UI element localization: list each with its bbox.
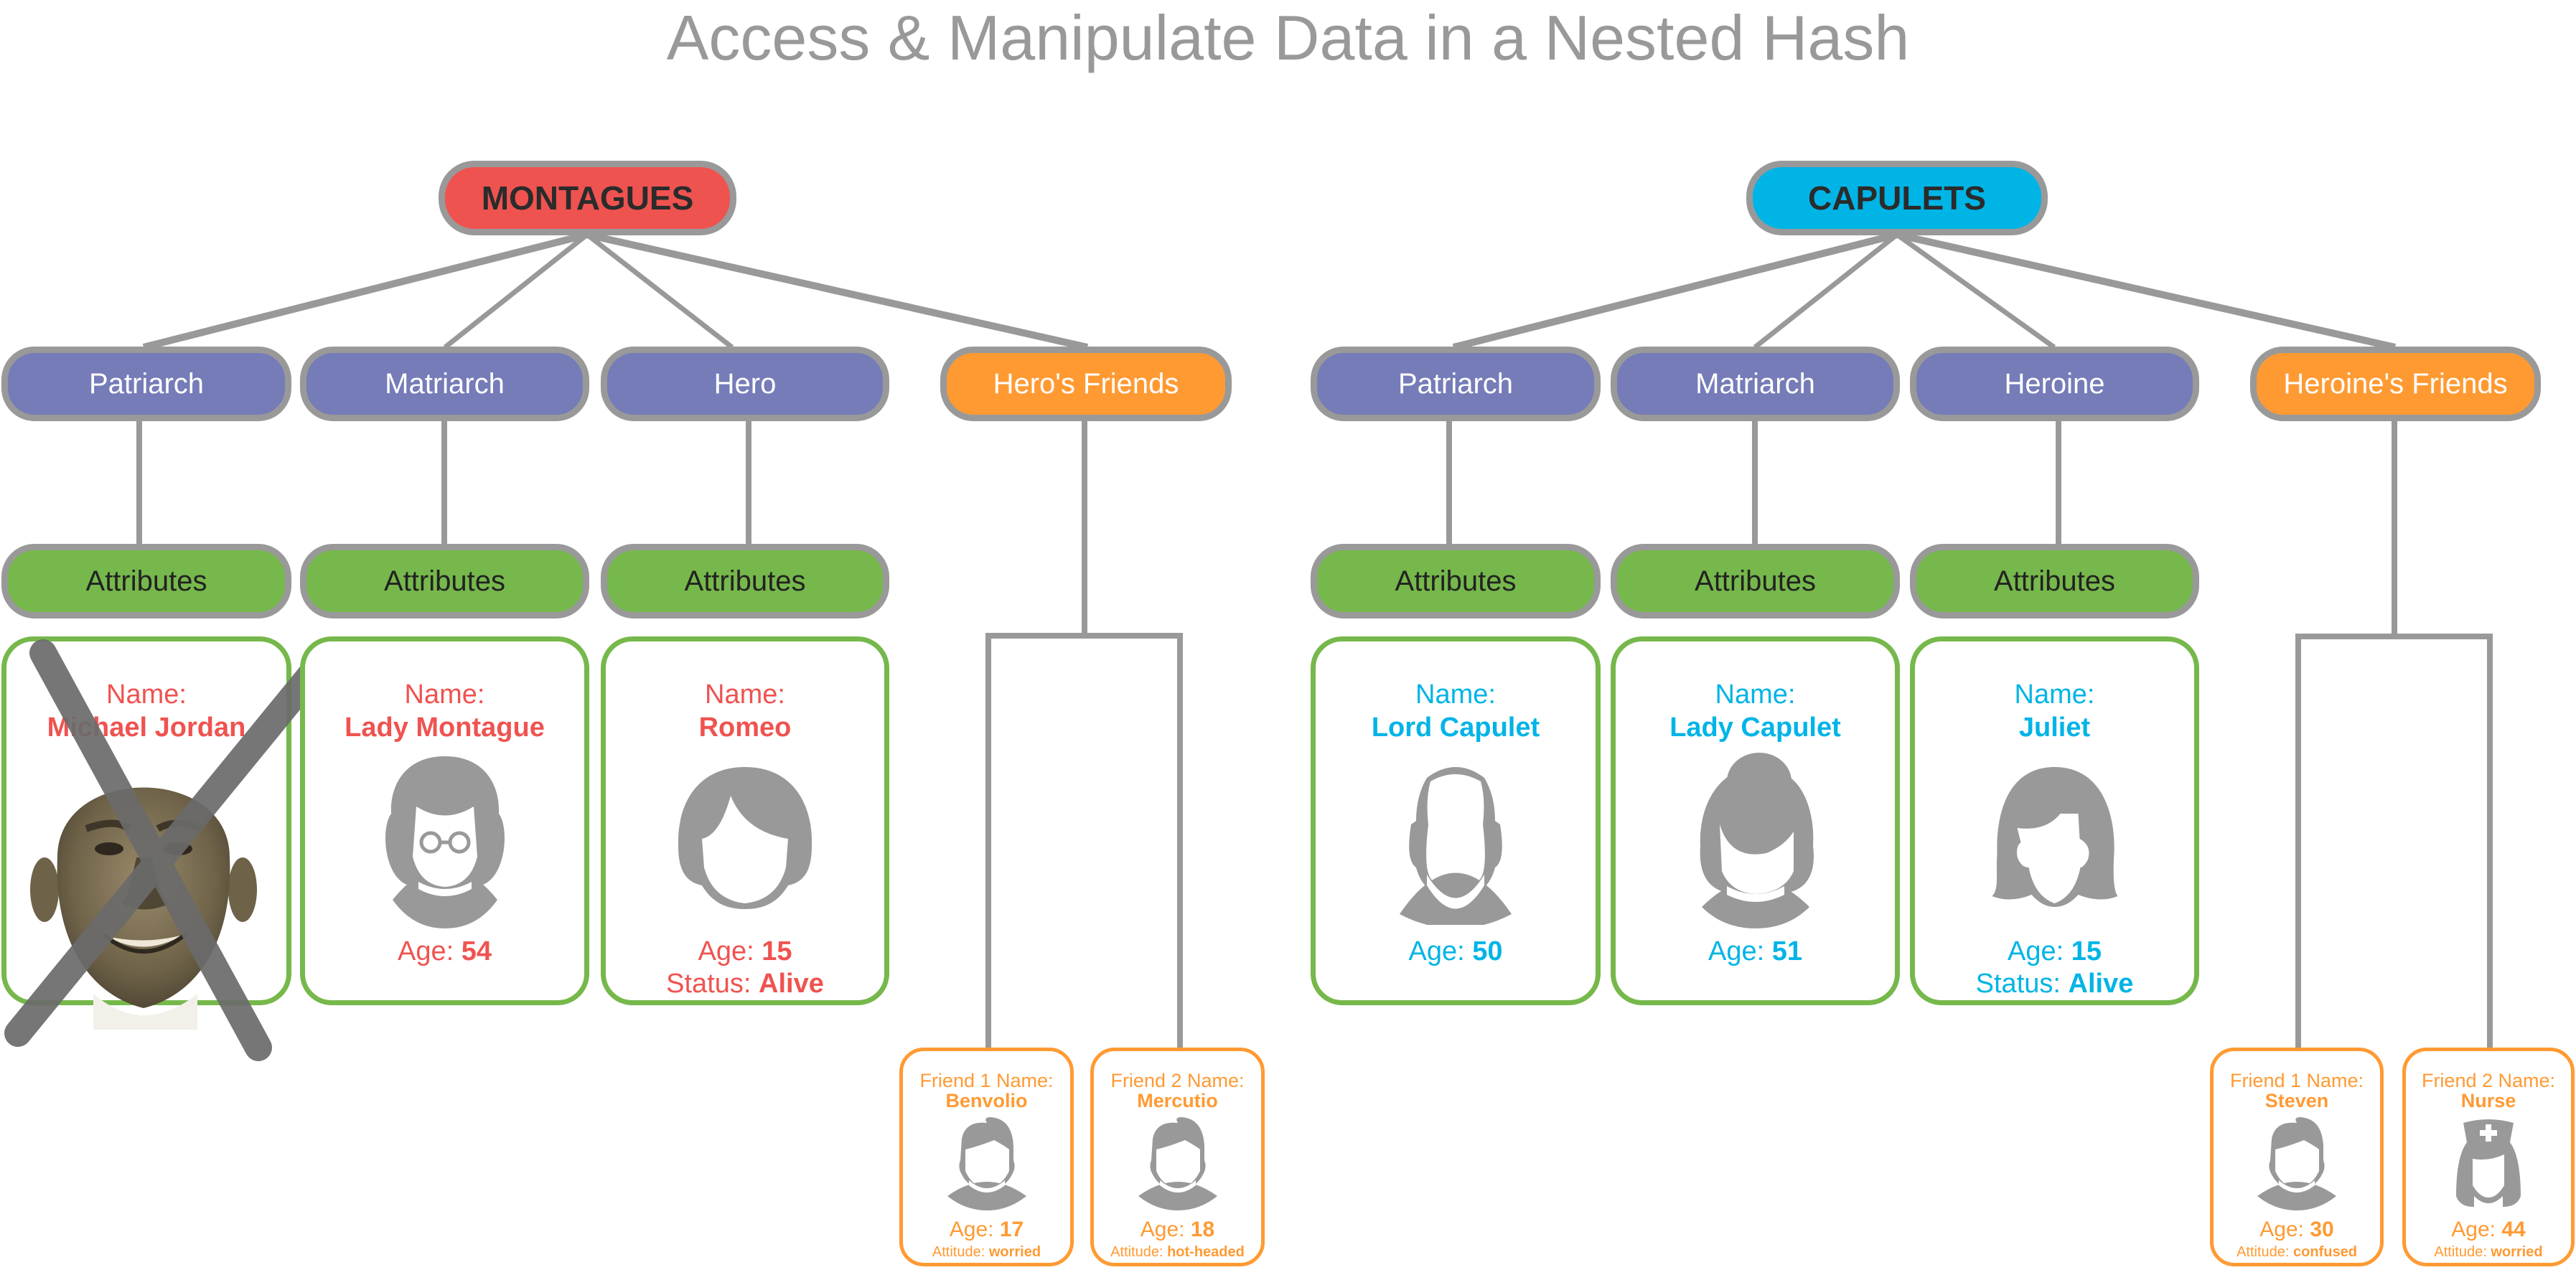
- friend-age: Age: 17: [949, 1218, 1024, 1241]
- connector-heroine-friends-bracket: [2295, 420, 2493, 1048]
- attributes-label: Attributes: [85, 565, 207, 597]
- connector-montagues-matriarch: [443, 232, 589, 349]
- member-age: Age: 15: [2007, 936, 2102, 966]
- cross-out-x-icon: [4, 639, 337, 1061]
- role-label: Matriarch: [385, 367, 505, 400]
- member-card-romeo: Name: Romeo Age: 15 Status: Alive: [601, 636, 889, 1005]
- montagues-hero-node[interactable]: Hero: [601, 347, 889, 421]
- page-title: Access & Manipulate Data in a Nested Has…: [666, 2, 1910, 73]
- member-card-juliet: Name: Juliet Age: 15 Status: Alive: [1910, 636, 2199, 1005]
- friend-name: Benvolio: [945, 1090, 1028, 1111]
- capulets-heroine-node[interactable]: Heroine: [1910, 347, 2199, 421]
- montagues-node[interactable]: MONTAGUES: [439, 161, 736, 235]
- friend-card-benvolio: Friend 1 Name: Benvolio Age: 17 Attitude…: [899, 1048, 1074, 1266]
- capulets-patriarch-node[interactable]: Patriarch: [1311, 347, 1601, 421]
- role-label: Heroine: [2004, 367, 2105, 400]
- name-label: Name:: [2014, 679, 2095, 710]
- name-label: Name:: [106, 679, 187, 710]
- attributes-node[interactable]: Attributes: [1311, 544, 1601, 618]
- connector-capulets-heroine: [1895, 232, 2056, 349]
- friend-attitude: Attitude: hot-headed: [1110, 1244, 1245, 1260]
- man-icon: [1138, 1117, 1217, 1210]
- member-age: Age: 50: [1408, 936, 1503, 966]
- attributes-node[interactable]: Attributes: [1611, 544, 1900, 618]
- friend-label: Friend 2 Name:: [1110, 1070, 1245, 1091]
- connector-capulets-patriarch: [1452, 231, 1898, 351]
- friend-card-nurse: Friend 2 Name: Nurse Age: 44 Attitude: w…: [2402, 1048, 2575, 1266]
- capulets-node[interactable]: CAPULETS: [1746, 161, 2048, 235]
- member-age: Age: 15: [698, 936, 792, 966]
- connector-capulets-friends: [1896, 231, 2397, 351]
- friend-label: Friend 2 Name:: [2421, 1070, 2556, 1091]
- connector-capulets-matriarch: [1753, 232, 1899, 349]
- friend-card-mercutio: Friend 2 Name: Mercutio Age: 18 Attitude…: [1090, 1048, 1265, 1266]
- name-label: Name:: [1715, 679, 1796, 710]
- montagues-heros-friends-node[interactable]: Hero's Friends: [940, 347, 1232, 421]
- person-bob-hair-icon: [678, 767, 812, 909]
- friend-age: Age: 30: [2259, 1218, 2334, 1241]
- attributes-node[interactable]: Attributes: [1910, 544, 2199, 618]
- member-name: Lady Montague: [345, 712, 545, 743]
- woman-glasses-icon: [385, 756, 505, 928]
- name-label: Name:: [705, 679, 785, 710]
- friend-label: Friend 1 Name:: [919, 1070, 1054, 1091]
- connector-montagues-patriarch: [142, 231, 589, 351]
- attributes-label: Attributes: [684, 565, 806, 597]
- montagues-label: MONTAGUES: [481, 179, 694, 217]
- attributes-node[interactable]: Attributes: [601, 544, 889, 618]
- montagues-patriarch-node[interactable]: Patriarch: [1, 347, 291, 421]
- friend-name: Mercutio: [1137, 1090, 1218, 1111]
- member-age: Age: 54: [397, 936, 492, 966]
- friend-age: Age: 18: [1140, 1218, 1215, 1241]
- friend-card-steven: Friend 1 Name: Steven Age: 30 Attitude: …: [2210, 1048, 2384, 1266]
- member-card-lord-capulet: Name: Lord Capulet Age: 50: [1311, 636, 1601, 1005]
- role-label: Matriarch: [1695, 367, 1815, 400]
- name-label: Name:: [404, 679, 485, 710]
- member-name: Juliet: [2018, 712, 2091, 743]
- friend-name: Steven: [2264, 1090, 2329, 1111]
- friends-label: Hero's Friends: [993, 367, 1179, 400]
- balding-man-icon: [1400, 767, 1512, 925]
- attributes-node[interactable]: Attributes: [1, 544, 291, 618]
- connector-montagues-hero: [585, 232, 734, 349]
- friend-age: Age: 44: [2451, 1218, 2526, 1241]
- long-hair-woman-icon: [1992, 767, 2117, 907]
- capulets-heroines-friends-node[interactable]: Heroine's Friends: [2250, 347, 2541, 421]
- friend-name: Nurse: [2460, 1090, 2516, 1111]
- attributes-label: Attributes: [384, 565, 505, 597]
- member-status: Status: Alive: [1975, 969, 2134, 999]
- friend-attitude: Attitude: confused: [2237, 1244, 2357, 1260]
- member-age: Age: 51: [1708, 936, 1802, 966]
- connector-montagues-friends: [586, 231, 1089, 351]
- member-name: Romeo: [698, 712, 792, 743]
- man-icon: [2257, 1117, 2336, 1210]
- man-icon: [947, 1117, 1026, 1210]
- member-card-lady-capulet: Name: Lady Capulet Age: 51: [1611, 636, 1900, 1005]
- attributes-label: Attributes: [1994, 565, 2115, 597]
- member-name: Lord Capulet: [1371, 712, 1540, 743]
- role-label: Patriarch: [88, 367, 205, 400]
- member-card-lady-montague: Name: Lady Montague Age: 54: [300, 636, 589, 1005]
- connector-hero-friends-bracket: [985, 420, 1183, 1048]
- nurse-icon: [2456, 1119, 2521, 1207]
- friend-label: Friend 1 Name:: [2229, 1070, 2364, 1091]
- role-label: Patriarch: [1397, 367, 1514, 400]
- member-name: Lady Capulet: [1669, 712, 1841, 743]
- attributes-label: Attributes: [1395, 565, 1517, 597]
- attributes-label: Attributes: [1695, 565, 1816, 597]
- role-label: Hero: [713, 367, 777, 400]
- friend-attitude: Attitude: worried: [932, 1244, 1041, 1260]
- friends-label: Heroine's Friends: [2283, 367, 2508, 400]
- woman-bun-icon: [1700, 753, 1814, 928]
- montagues-matriarch-node[interactable]: Matriarch: [300, 347, 589, 421]
- capulets-label: CAPULETS: [1808, 179, 1986, 217]
- name-label: Name:: [1415, 679, 1496, 710]
- member-status: Status: Alive: [666, 969, 824, 999]
- friend-attitude: Attitude: worried: [2434, 1244, 2543, 1260]
- attributes-node[interactable]: Attributes: [300, 544, 589, 618]
- capulets-matriarch-node[interactable]: Matriarch: [1611, 347, 1900, 421]
